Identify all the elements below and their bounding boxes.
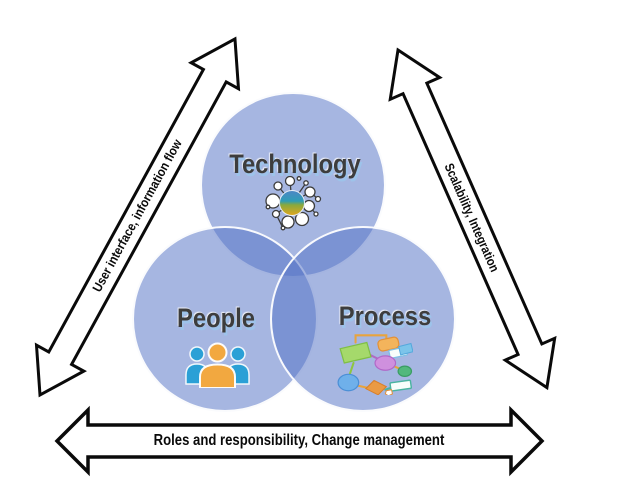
arrow-bottom-label: Roles and responsibility, Change managem…	[153, 432, 445, 449]
people-group-icon	[185, 342, 250, 388]
double-arrow-right	[388, 47, 557, 391]
flowchart-icon	[337, 334, 413, 395]
technology-label: Technology	[229, 149, 361, 179]
people-label: People	[177, 303, 255, 333]
venn-circle-process	[270, 226, 456, 412]
double-arrow-bottom	[54, 405, 545, 477]
network-nodes-icon	[265, 176, 322, 231]
double-arrow-left	[34, 36, 241, 398]
process-label: Process	[338, 301, 432, 331]
